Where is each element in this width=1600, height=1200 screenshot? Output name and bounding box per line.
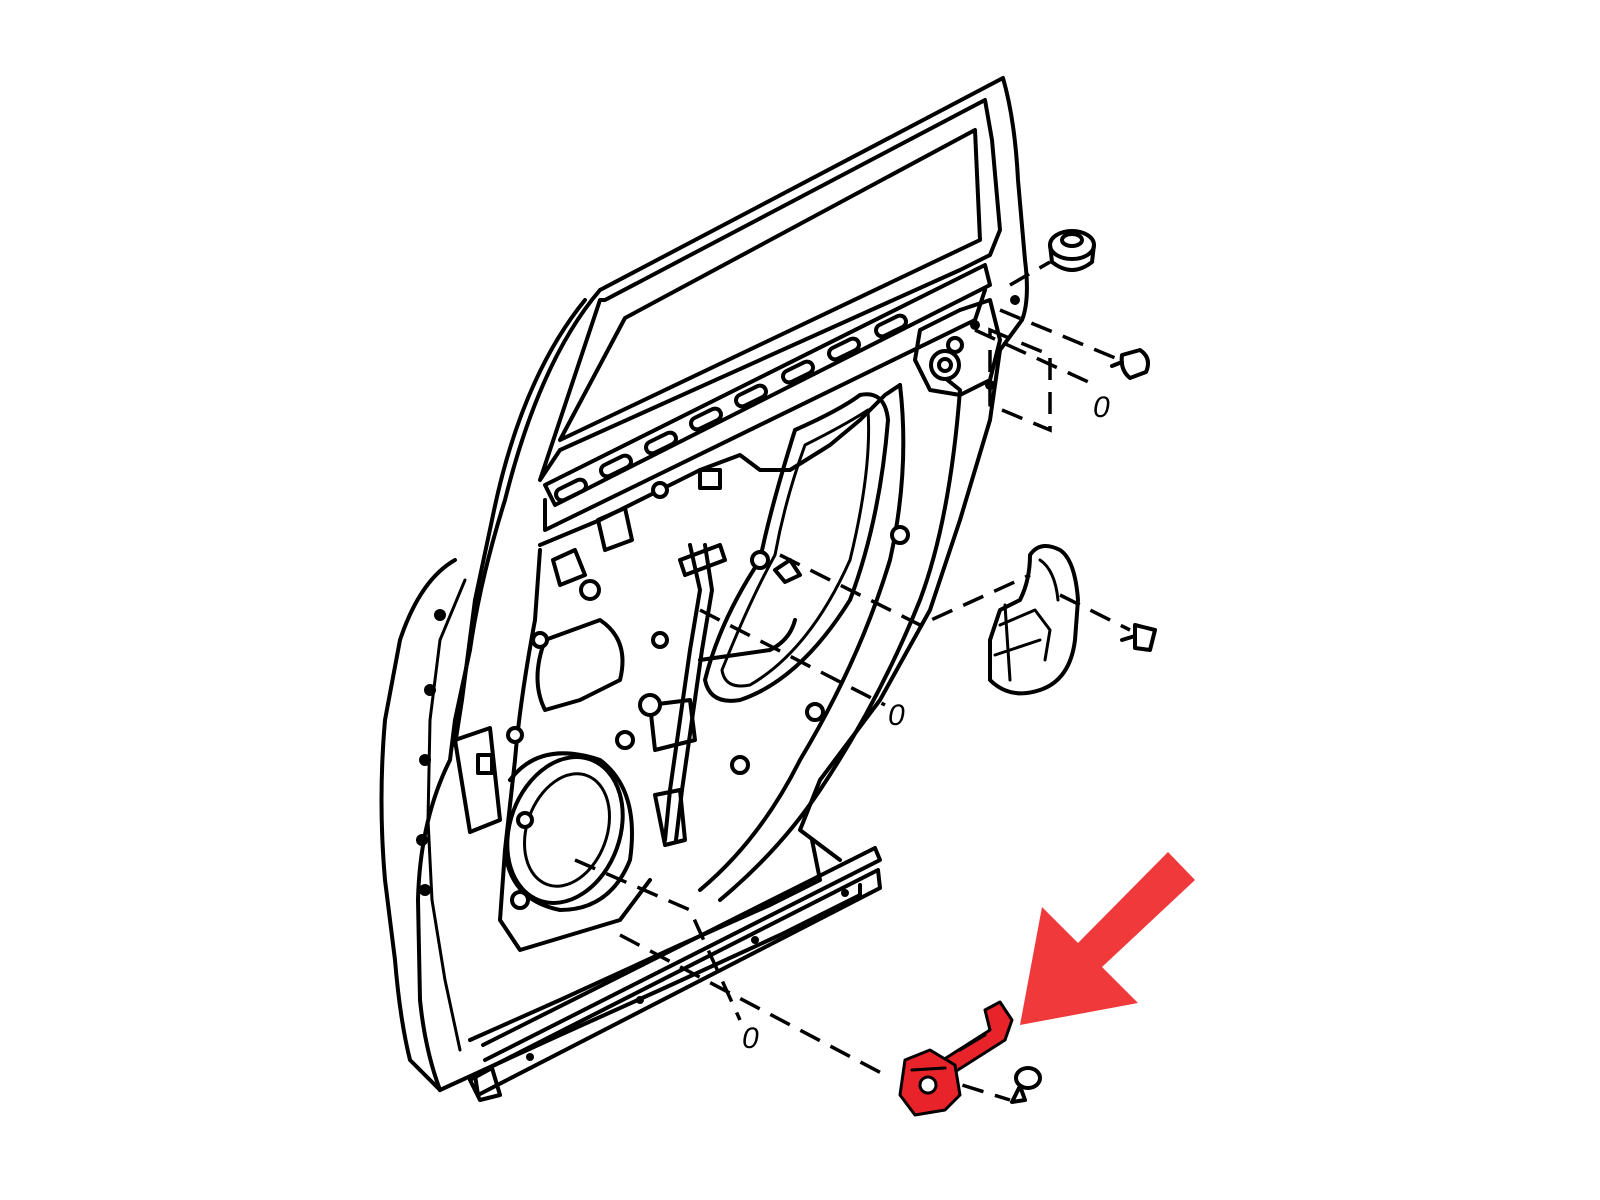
regulator-bracket-2 — [653, 788, 687, 847]
panel-notch-3 — [551, 548, 587, 587]
sill-end-cap — [468, 1066, 502, 1102]
leader-handle-screw — [1059, 593, 1131, 632]
door-outer-edge-left — [416, 288, 602, 1092]
speaker-mount-ring — [503, 751, 634, 912]
sill-strip-top — [481, 846, 882, 1062]
callout-2: 0 — [888, 699, 905, 732]
beltline-rail — [543, 263, 992, 532]
leader-clip-middle — [699, 608, 886, 707]
inner-panel-right-2 — [718, 368, 962, 902]
leader-lines — [574, 260, 1131, 1102]
leader-handle — [779, 553, 1031, 627]
door-handle-icon — [988, 544, 1080, 696]
check-strap-arm — [933, 1000, 1014, 1077]
handle-screw-icon — [1120, 623, 1157, 652]
front-edge-studs — [416, 609, 446, 896]
speaker-opening-inner — [522, 772, 612, 888]
latch-area — [913, 295, 1020, 397]
grommet-icon — [1048, 229, 1096, 272]
inner-panel-right — [698, 383, 906, 892]
speaker-opening — [505, 755, 625, 905]
inner-panel-top-ledge — [538, 383, 902, 547]
door-check-strap[interactable] — [898, 1000, 1014, 1117]
check-strap-bolt-icon — [1010, 1066, 1042, 1104]
highlight-arrow — [1020, 852, 1195, 1025]
sill-weatherstrip — [468, 846, 882, 1102]
callout-labels: 0 0 0 — [742, 391, 1110, 1055]
callout-1: 0 — [1093, 391, 1110, 424]
leader-bolt-upper — [999, 308, 1121, 362]
panel-notch-2 — [773, 558, 802, 584]
beltline-slots — [554, 313, 908, 503]
regulator-bracket — [648, 698, 697, 752]
callout-3: 0 — [742, 1022, 759, 1055]
beltline-rail-lower — [543, 288, 987, 532]
hardware-parts — [898, 229, 1157, 1117]
door-front-flange — [379, 558, 457, 1092]
window-frame-inner — [538, 98, 1002, 482]
leader-check-strap — [619, 933, 886, 1077]
leader-lower-clip — [574, 858, 742, 1021]
regulator-opening — [535, 618, 625, 712]
door-outer-edge-left-2 — [453, 298, 587, 747]
leader-clip-upper — [974, 328, 1096, 387]
panel-notch-4 — [596, 506, 634, 552]
door-frame — [379, 76, 1029, 1092]
door-front-flange-inner — [426, 578, 467, 1052]
window-frame-outer — [598, 76, 1029, 862]
check-strap-hole — [918, 1075, 938, 1095]
sill-holes — [526, 889, 849, 1061]
leader-grommet — [1009, 260, 1051, 287]
regulator-rail — [663, 543, 702, 842]
beltline-rail-outline — [543, 263, 992, 507]
panel-notch-1 — [678, 543, 727, 577]
hinge-side-bracket — [453, 726, 502, 834]
leader-latch-box — [988, 327, 1052, 433]
sill-strip-outer — [473, 868, 882, 1097]
upper-bolt-icon — [1110, 348, 1150, 380]
panel-square-hole — [698, 468, 722, 490]
arrow-down-left-icon — [1020, 852, 1195, 1025]
access-opening-large-inner — [720, 408, 871, 688]
inner-panel — [453, 383, 910, 952]
regulator-arm — [698, 618, 797, 662]
window-inner-glass-edge — [558, 128, 982, 442]
panel-holes — [506, 481, 910, 910]
hinge-side-slot — [476, 753, 494, 775]
